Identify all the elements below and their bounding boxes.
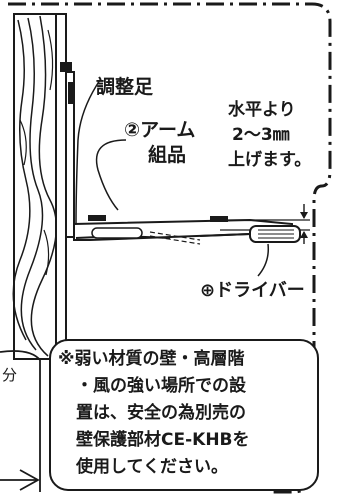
partial-view bbox=[0, 350, 41, 492]
label-raise-line2: 2～3㎜ bbox=[232, 125, 290, 145]
label-partial-glyph: 分 bbox=[2, 366, 18, 384]
label-raise: 水平より 2～3㎜ 上げます。 bbox=[228, 98, 311, 173]
bracket-assembly bbox=[60, 62, 293, 245]
label-arm-assembly: ②アーム 組品 bbox=[124, 118, 195, 168]
note-box bbox=[49, 339, 319, 491]
label-adjuster-foot: 調整足 bbox=[96, 76, 154, 98]
leader-adjuster-foot bbox=[75, 79, 101, 225]
wall-section bbox=[12, 13, 67, 360]
note-line-1: ※弱い材質の壁・高層階 bbox=[58, 349, 245, 369]
note-line-5: 使用してください。 bbox=[76, 457, 228, 477]
note-line-4: 壁保護部材CE-KHBを bbox=[76, 430, 250, 450]
leader-screwdriver bbox=[257, 243, 270, 277]
label-arm-line1: ②アーム bbox=[124, 119, 196, 141]
screwdriver-illustration bbox=[199, 225, 301, 243]
caution-note: ※弱い材質の壁・高層階 ・風の強い場所での設 置は、安全の為別売の 壁保護部材C… bbox=[58, 346, 316, 481]
label-raise-line1: 水平より bbox=[228, 100, 296, 120]
label-screwdriver: ⊕ドライバー bbox=[200, 280, 305, 301]
leader-arm-assembly bbox=[95, 139, 127, 211]
note-line-2: ・風の強い場所での設 bbox=[76, 376, 246, 396]
label-raise-line3: 上げます。 bbox=[228, 150, 312, 170]
label-arm-line2: 組品 bbox=[148, 144, 187, 166]
note-line-3: 置は、安全の為別売の bbox=[76, 403, 246, 423]
